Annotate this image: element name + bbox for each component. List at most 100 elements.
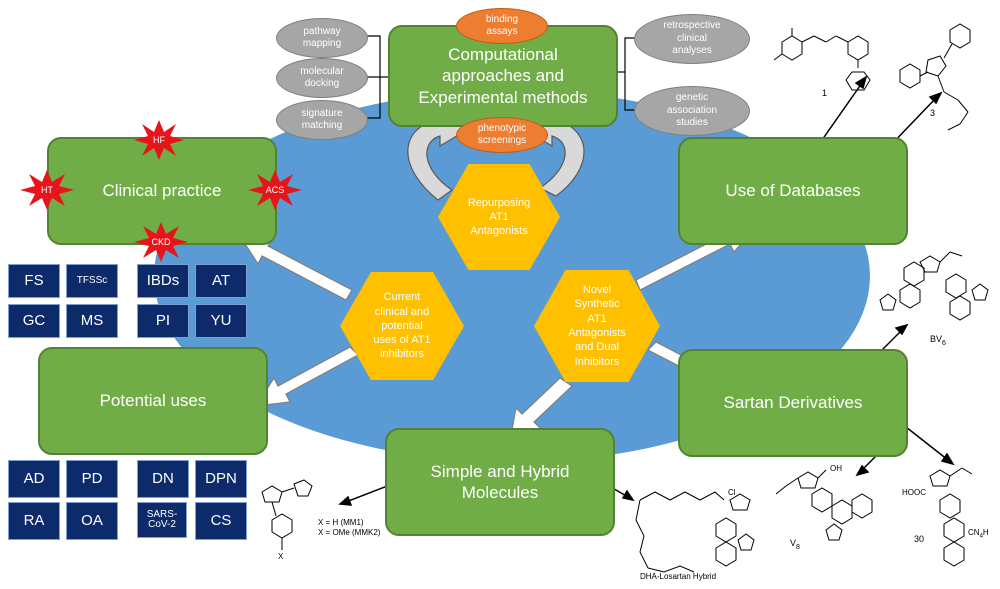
cn4h-sub: 4 bbox=[979, 533, 983, 540]
phenotypic-line-1: phenotypic bbox=[477, 123, 527, 134]
grid-potential-pd: PD bbox=[66, 460, 118, 498]
novel-line-1: Novel bbox=[582, 284, 612, 297]
v8-sub: 8 bbox=[796, 543, 800, 551]
molecule-30 bbox=[929, 467, 973, 567]
grid-clinical-at: AT bbox=[195, 264, 247, 298]
potential-uses-label: Potential uses bbox=[99, 391, 207, 411]
label-dha-losartan: DHA-Losartan Hybrid bbox=[640, 572, 717, 581]
current-line-5: inhibitors bbox=[379, 348, 425, 361]
molecule-bv6 bbox=[879, 251, 989, 321]
grid-label: DN bbox=[152, 470, 174, 488]
burst-hf: HF bbox=[134, 120, 184, 160]
current-line-2: clinical and bbox=[374, 305, 430, 318]
grid-potential-cs: CS bbox=[195, 502, 247, 540]
label-bv6: BV6 bbox=[930, 334, 946, 347]
burst-acs: ACS bbox=[248, 170, 302, 210]
molecule-mm1 bbox=[261, 479, 313, 550]
grid-label: RA bbox=[23, 512, 45, 530]
label-mm1: X = H (MM1) bbox=[318, 518, 364, 527]
repurposing-line-1: Repurposing bbox=[467, 196, 531, 209]
docking-line-2: docking bbox=[304, 78, 340, 89]
label-compound-3: 3 bbox=[930, 108, 936, 118]
grid-potential-ad: AD bbox=[8, 460, 60, 498]
grid-label: PD bbox=[81, 470, 103, 488]
computational-line-2: approaches and bbox=[442, 66, 564, 86]
grid-label: AT bbox=[211, 272, 231, 290]
grid-clinical-fs: FS bbox=[8, 264, 60, 298]
pathway-line-1: pathway bbox=[303, 25, 341, 37]
grid-clinical-tfssc: TFSSc bbox=[66, 264, 118, 298]
bv-text: BV bbox=[930, 334, 943, 344]
burst-ht: HT bbox=[20, 170, 74, 210]
signature-line-1: signature bbox=[301, 107, 343, 119]
label-oh: OH bbox=[830, 464, 842, 473]
simple-hybrid-line-1: Simple and Hybrid bbox=[430, 461, 570, 481]
grid-clinical-ms: MS bbox=[66, 304, 118, 338]
grid-potential-oa: OA bbox=[66, 502, 118, 540]
grid-label: FS bbox=[24, 272, 44, 290]
clinical-practice-label: Clinical practice bbox=[102, 181, 222, 201]
phenotypic-line-2: screenings bbox=[477, 135, 527, 146]
sartan-derivatives-label: Sartan Derivatives bbox=[723, 393, 863, 413]
retro-line-2: clinical bbox=[676, 32, 707, 44]
repurposing-line-3: Antagonists bbox=[470, 225, 528, 238]
grid-potential-sars: SARS-CoV-2 bbox=[137, 502, 187, 538]
docking-line-1: molecular bbox=[300, 65, 344, 77]
box-potential-uses: Potential uses bbox=[38, 347, 268, 455]
label-hooc: HOOC bbox=[902, 488, 926, 497]
genetic-line-3: studies bbox=[676, 117, 708, 129]
grid-label: YU bbox=[210, 312, 232, 330]
current-line-1: Current bbox=[383, 291, 421, 304]
burst-ckd-label: CKD bbox=[151, 237, 171, 247]
molecule-dha bbox=[635, 491, 755, 573]
current-line-3: potential bbox=[381, 319, 423, 332]
cn4h-h: H bbox=[982, 528, 989, 537]
box-use-of-databases: Use of Databases bbox=[678, 137, 908, 245]
cn4h-text: CN bbox=[968, 528, 980, 537]
grid-clinical-pi: PI bbox=[137, 304, 189, 338]
grid-label: MS bbox=[80, 312, 104, 330]
novel-line-6: Inhibitors bbox=[574, 355, 620, 368]
grid-clinical-yu: YU bbox=[195, 304, 247, 338]
molecule-1 bbox=[773, 28, 871, 91]
grid-potential-dpn: DPN bbox=[195, 460, 247, 498]
burst-ckd: CKD bbox=[134, 222, 188, 262]
current-line-4: uses of AT1 bbox=[373, 334, 431, 347]
molecule-v8 bbox=[775, 469, 873, 541]
label-compound-1: 1 bbox=[822, 88, 828, 98]
binding-line-2: assays bbox=[486, 26, 518, 37]
grid-label: CS bbox=[210, 512, 232, 530]
genetic-line-2: association bbox=[666, 104, 718, 116]
retro-line-3: analyses bbox=[672, 45, 712, 57]
grid-label: IBDs bbox=[146, 272, 180, 290]
grid-potential-dn: DN bbox=[137, 460, 189, 498]
repurposing-line-2: AT1 bbox=[489, 210, 509, 223]
burst-ht-label: HT bbox=[41, 185, 53, 195]
computational-line-1: Computational bbox=[448, 45, 558, 65]
novel-line-4: Antagonists bbox=[568, 327, 626, 339]
molecule-3 bbox=[899, 23, 971, 131]
simple-hybrid-line-2: Molecules bbox=[461, 483, 539, 502]
label-mmk2: X = OMe (MMK2) bbox=[318, 528, 381, 537]
left-bracket bbox=[366, 35, 388, 119]
label-compound-30: 30 bbox=[914, 534, 925, 544]
computational-line-3: Experimental methods bbox=[418, 87, 588, 107]
v8-text: V bbox=[790, 538, 797, 548]
pathway-line-2: mapping bbox=[302, 38, 342, 49]
use-of-databases-label: Use of Databases bbox=[725, 181, 861, 201]
grid-label: AD bbox=[23, 470, 45, 488]
label-cl: Cl bbox=[728, 488, 736, 497]
box-sartan-derivatives: Sartan Derivatives bbox=[678, 349, 908, 457]
signature-line-2: matching bbox=[301, 120, 343, 131]
grid-potential-ra: RA bbox=[8, 502, 60, 540]
grid-label: PI bbox=[155, 312, 171, 330]
